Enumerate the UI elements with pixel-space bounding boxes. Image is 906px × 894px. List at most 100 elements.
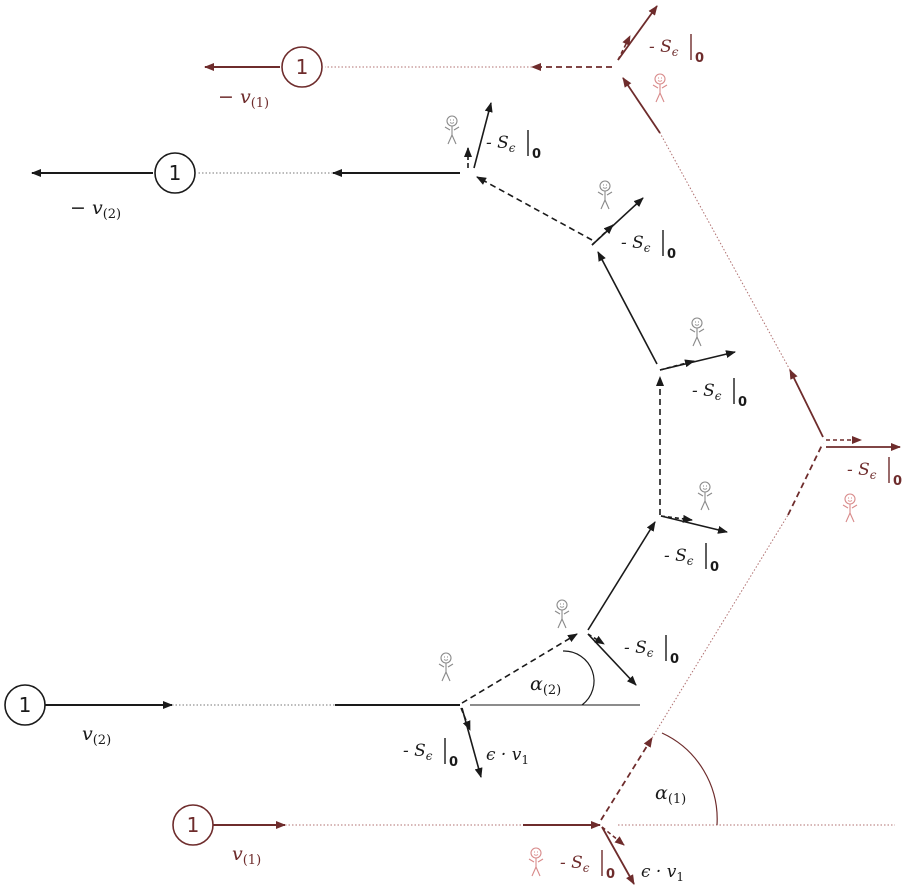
particle-label: 1: [169, 161, 182, 185]
label-s-text: - Sϵ: [664, 546, 694, 568]
label-s-eval: 0: [532, 147, 541, 162]
label-s-sub: ϵ: [870, 468, 877, 482]
label-neg-v1: − v(1): [218, 86, 269, 111]
observer-figure-icon: [652, 73, 668, 103]
label-alpha2: α(2): [530, 673, 561, 698]
label-s-eval: 0: [695, 51, 704, 66]
label-s-eval: 0: [670, 652, 679, 667]
label-minus-s-eps: - Sϵ 0: [847, 457, 902, 489]
svg-text:− v(2): − v(2): [70, 197, 121, 222]
label-s-eval: 0: [606, 867, 615, 882]
label-minus-s-eps: - Sϵ 0: [664, 543, 719, 575]
svg-text:v(2): v(2): [82, 723, 111, 748]
particle-red-outgoing: 1: [281, 46, 323, 88]
label-minus-s-eps: - Sϵ 0: [560, 850, 615, 882]
label-s-prefix: - S: [486, 133, 509, 153]
label-s-sub: ϵ: [672, 45, 679, 59]
particle-red-incoming: 1: [172, 804, 214, 846]
observer-figure-icon: [689, 317, 705, 347]
label-sub: (1): [668, 792, 686, 807]
label-minus-s-eps: - Sϵ 0: [624, 635, 679, 667]
label-text: α: [655, 782, 668, 804]
label-s-sub: ϵ: [426, 749, 433, 763]
observer-figure-icon: [528, 847, 544, 877]
observer-figure-icon: [554, 599, 570, 629]
label-s-prefix: - S: [560, 853, 583, 873]
label-eps-v1-black: ϵ · v1: [486, 745, 529, 767]
svg-text:ϵ · v1: ϵ · v1: [641, 862, 684, 884]
label-s-sub: ϵ: [647, 646, 654, 660]
svg-text:α(2): α(2): [530, 673, 561, 698]
label-s-sub: ϵ: [583, 861, 590, 875]
label-s-eval: 0: [449, 755, 458, 770]
svg-text:ϵ · v1: ϵ · v1: [486, 745, 529, 767]
label-minus-s-eps: - Sϵ 0: [649, 34, 704, 66]
label-sub: 1: [676, 870, 684, 884]
label-s-prefix: - S: [847, 460, 870, 480]
label-text: α: [530, 673, 543, 695]
observer-figure-icon: [438, 652, 454, 682]
label-s-text: - Sϵ: [847, 460, 877, 482]
label-s-prefix: - S: [403, 741, 426, 761]
label-s-text: - Sϵ: [649, 37, 679, 59]
label-text: ϵ · v: [641, 862, 677, 882]
label-s-eval: 0: [893, 474, 902, 489]
particle-black-outgoing: 1: [154, 152, 196, 194]
label-sub: (2): [93, 733, 111, 748]
label-sub: (1): [243, 853, 261, 868]
label-s-prefix: - S: [664, 546, 687, 566]
label-s-sub: ϵ: [644, 241, 651, 255]
black-reflection-arrows: [460, 102, 736, 778]
label-s-prefix: - S: [692, 381, 715, 401]
particle-label: 1: [187, 813, 200, 837]
label-s-sub: ϵ: [715, 389, 722, 403]
label-s-prefix: - S: [621, 233, 644, 253]
label-minus-s-eps: - Sϵ 0: [692, 378, 747, 410]
label-text: ϵ · v: [486, 745, 522, 765]
label-s-sub: ϵ: [687, 554, 694, 568]
label-text: − v: [70, 197, 103, 219]
red-reflection-arrows: [601, 5, 901, 885]
black-path: [31, 169, 664, 709]
observer-figure-icon: [697, 481, 713, 511]
label-s-text: - Sϵ: [624, 638, 654, 660]
label-s-prefix: - S: [649, 37, 672, 57]
label-minus-s-eps: - Sϵ 0: [403, 738, 458, 770]
label-s-eval: 0: [667, 247, 676, 262]
observer-figure-icon: [597, 180, 613, 210]
label-s-prefix: - S: [624, 638, 647, 658]
label-text: − v: [218, 86, 251, 108]
particle-black-incoming: 1: [4, 684, 46, 726]
label-sub: (1): [251, 96, 269, 111]
label-s-eval: 0: [738, 395, 747, 410]
label-s-text: - Sϵ: [486, 133, 516, 155]
label-minus-s-eps: - Sϵ 0: [486, 130, 541, 162]
label-s-sub: ϵ: [509, 141, 516, 155]
label-v1: v(1): [232, 843, 261, 868]
label-sub: (2): [103, 207, 121, 222]
label-minus-s-eps: - Sϵ 0: [621, 230, 676, 262]
label-s-text: - Sϵ: [403, 741, 433, 763]
red-path: [204, 63, 895, 829]
svg-text:α(1): α(1): [655, 782, 686, 807]
alpha1-arc: [661, 732, 718, 826]
particle-label: 1: [19, 693, 32, 717]
label-alpha1: α(1): [655, 782, 686, 807]
label-sub: (2): [543, 683, 561, 698]
observer-figure-icon: [842, 493, 858, 523]
label-neg-v2: − v(2): [70, 197, 121, 222]
label-sub: 1: [521, 753, 529, 767]
label-s-eval: 0: [710, 560, 719, 575]
label-text: v: [232, 843, 243, 865]
label-eps-v1-red: ϵ · v1: [641, 862, 684, 884]
label-v2: v(2): [82, 723, 111, 748]
svg-text:− v(1): − v(1): [218, 86, 269, 111]
label-s-text: - Sϵ: [560, 853, 590, 875]
label-s-text: - Sϵ: [621, 233, 651, 255]
svg-text:v(1): v(1): [232, 843, 261, 868]
label-text: v: [82, 723, 93, 745]
particle-label: 1: [296, 55, 309, 79]
observer-figure-icon: [444, 115, 460, 145]
